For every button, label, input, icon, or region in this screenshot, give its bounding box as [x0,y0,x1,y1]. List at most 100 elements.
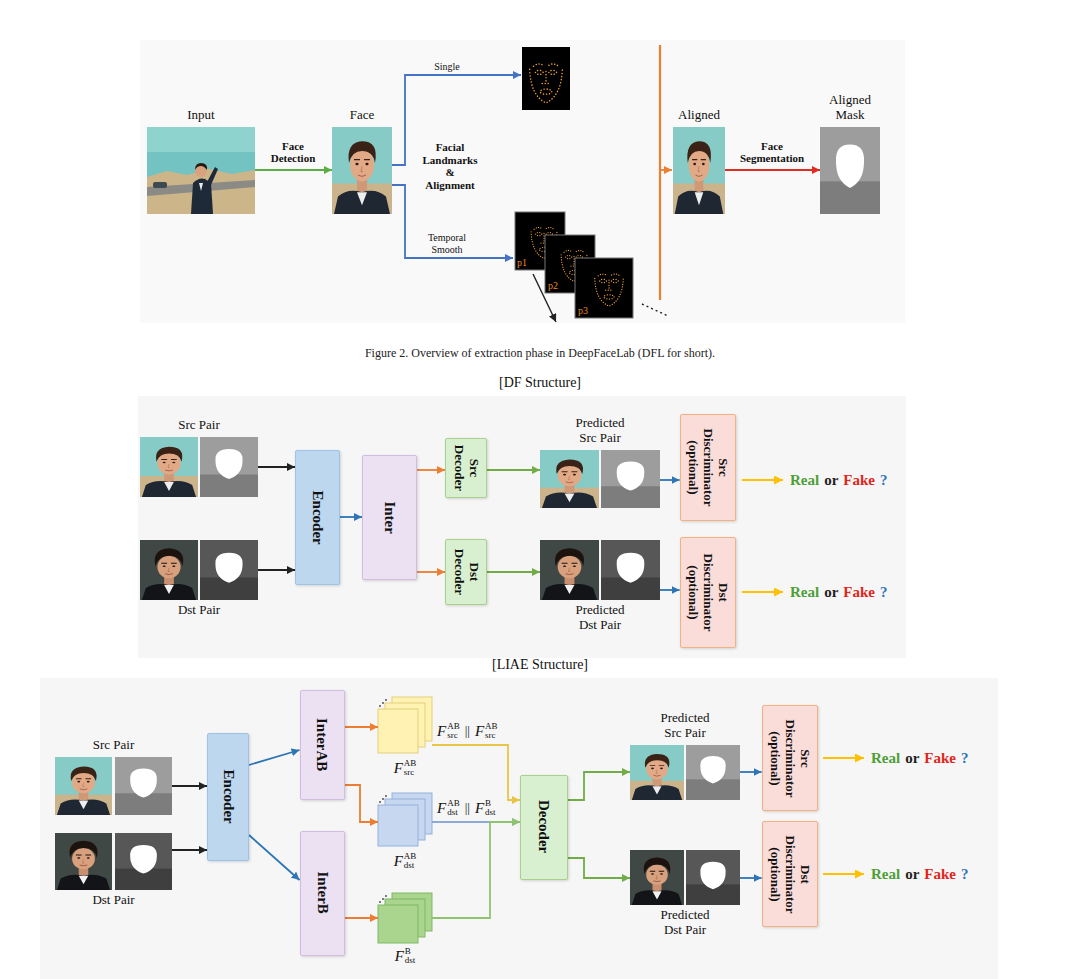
superscript: AB [404,759,417,768]
superscript: AB [447,799,460,808]
script-stack: ABdst [404,852,417,871]
image-node: Predicted Src Pair [540,450,660,508]
image-node: Predicted Src Pair [630,745,740,800]
verdict-mark: ? [880,472,888,489]
label-group: p2 [548,280,558,292]
connector [740,877,762,879]
mask-photo [686,850,740,905]
section-heading: [DF Structure] [499,375,581,391]
image-node: Dst Pair [140,540,258,600]
image-heading: Predicted Src Pair [653,711,717,741]
connector [249,750,300,765]
label-group: [DF Structure] [499,375,581,391]
frame-number: p2 [548,280,558,292]
edge-label: Face Detection [271,140,316,164]
subscript: dst [485,809,496,818]
connector [417,571,445,573]
subscript: src [404,768,417,777]
face-photo [55,833,112,890]
verdict-word: Fake [843,472,875,489]
illustration-part [382,798,384,800]
illustration-part [379,801,381,803]
connector [725,169,820,171]
subscript: dst [447,809,460,818]
verdict-mark: ? [880,584,888,601]
verdict-word: Real [790,584,819,601]
feature-maps [378,893,432,943]
face-photo [540,540,599,600]
label-group: Single [434,61,460,73]
discriminator-box: Dst Discriminator (optional) [680,537,737,648]
image-heading: Aligned Mask [818,93,882,123]
label-group: RealorFake? [871,750,969,767]
illustration-part [385,795,387,797]
inter-box: InterB [300,831,345,956]
connector [417,469,445,471]
verdict-arrow [742,591,783,593]
inter-box: InterAB [300,690,345,800]
face-photo [55,757,112,815]
superscript: AB [485,722,498,731]
mask-photo [601,450,660,508]
verdict-arrow [823,873,864,875]
image-node: Input [147,127,255,214]
label-group: RealorFake? [790,472,888,489]
superscript: B [485,799,496,808]
feature-symbol: F [475,723,484,740]
box-label: Encoder [219,770,236,824]
box-label: Dst Discriminator (optional) [768,835,813,913]
label-group: p3 [578,305,588,317]
formula: FABsrc [394,759,417,778]
connector [258,569,295,571]
mask-photo [200,437,258,497]
feature-maps [378,793,432,846]
label-group: RealorFake? [790,584,888,601]
subscript: src [485,732,498,741]
connector [568,772,630,800]
image-heading: Predicted Src Pair [568,416,632,446]
face-photo [540,450,599,508]
verdict-word: Real [871,866,900,883]
landmark-image [588,260,630,312]
feature-symbol: F [394,760,403,777]
panel [140,40,905,323]
branch-line [392,185,513,258]
verdict-word: or [824,472,838,489]
connector [487,469,540,471]
script-stack: Bdst [405,947,416,966]
edge-label-box: Face Detection [271,140,316,164]
illustration-part [382,898,384,900]
feature-symbol: F [437,723,446,740]
box-label: Dst Decoder [451,549,481,595]
feature-symbol: F [395,948,404,965]
image-heading: Input [166,108,236,123]
caption-box: Figure 2. Overview of extraction phase i… [365,346,715,361]
image-node: Aligned [673,127,725,214]
illustration-part [382,702,384,704]
feature-maps [378,697,432,753]
mask-photo [115,757,172,815]
frame-number: p3 [578,305,588,317]
formula: FABdst [394,852,417,871]
verdict-word: Real [871,750,900,767]
aligned-photo [673,127,725,214]
connector [345,785,379,822]
feature-stack: FBdst [378,893,432,945]
image-heading: Dst Pair [69,893,159,908]
feature-symbol: F [394,853,403,870]
formula: FABsrc||FABsrc [437,722,498,741]
mask-photo [200,540,258,600]
verdict-word: or [824,584,838,601]
connector [660,479,680,481]
box-label: Src Discriminator (optional) [686,428,731,506]
connector [249,835,300,880]
face-photo [140,437,198,497]
panel [138,396,906,658]
landmark-image [522,47,570,110]
script-stack: Bdst [485,799,496,818]
verdict-mark: ? [961,866,969,883]
image-heading: Dst Pair [154,603,244,618]
image-node: Aligned Mask [820,127,880,214]
image-node: Face [332,127,392,214]
